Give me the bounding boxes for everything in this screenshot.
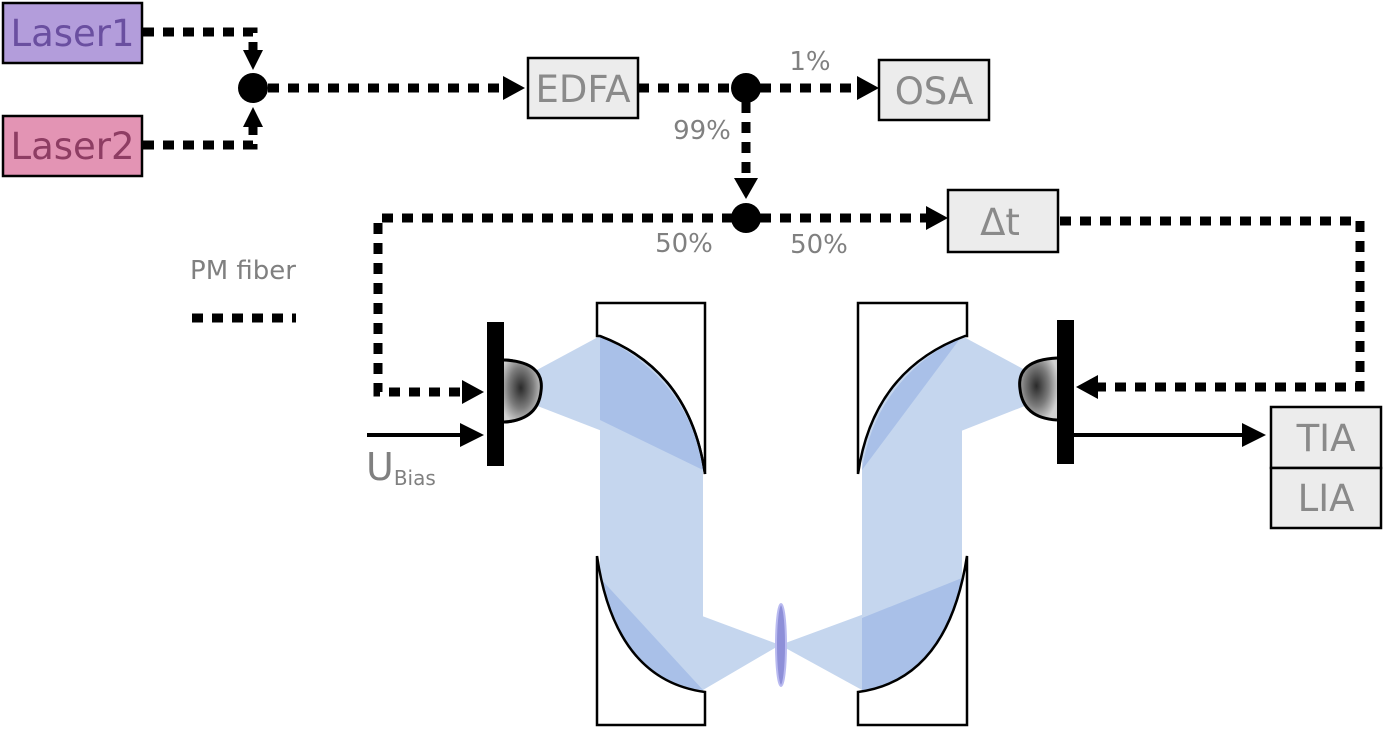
delay-box: Δt — [946, 188, 1060, 254]
split-1pct-label: 1% — [789, 47, 830, 77]
arrow-right-icon — [1242, 423, 1266, 447]
lia-box: LIA — [1269, 466, 1383, 530]
bias-main: U — [366, 445, 394, 489]
edfa-label: EDFA — [535, 68, 630, 111]
sample-icon — [775, 603, 787, 687]
pm-fiber-paths — [143, 27, 1365, 397]
bias-subscript: Bias — [394, 466, 436, 490]
osa-label: OSA — [895, 70, 974, 113]
splitter-node — [731, 73, 761, 103]
laser2-label: Laser2 — [10, 125, 134, 168]
arrow-down-icon — [734, 178, 758, 199]
osa-box: OSA — [877, 58, 991, 122]
laser1-label: Laser1 — [10, 12, 134, 55]
arrow-right-icon — [503, 76, 525, 100]
fiber-laser1 — [143, 27, 258, 52]
bias-connection — [367, 423, 484, 447]
laser1-box: Laser1 — [1, 1, 144, 65]
detector-antenna — [1018, 320, 1074, 464]
arrowheads — [243, 50, 1098, 404]
edfa-box: EDFA — [526, 56, 640, 120]
fiber-to-emitter — [373, 213, 733, 397]
arrow-down-icon — [243, 50, 263, 70]
thz-beam — [522, 336, 1040, 696]
parabolic-mirror-lower-right — [856, 555, 969, 727]
tia-box: TIA — [1269, 405, 1383, 470]
coupler-node — [731, 203, 761, 233]
combiner-node — [238, 73, 268, 103]
parabolic-mirror-lower-left — [595, 555, 707, 727]
fiber-to-detector — [1060, 216, 1365, 392]
arrow-right-icon — [462, 380, 484, 404]
tia-label: TIA — [1296, 417, 1356, 460]
delay-label: Δt — [980, 201, 1020, 244]
laser2-box: Laser2 — [1, 114, 144, 178]
arrow-up-icon — [243, 107, 263, 127]
bias-voltage-label: UBias — [366, 445, 436, 490]
split-50pct-left-label: 50% — [655, 229, 713, 259]
parabolic-mirror-upper-right — [856, 301, 969, 475]
detector-output-connection — [1074, 423, 1266, 447]
legend-pm-fiber-label: PM fiber — [190, 256, 296, 286]
parabolic-mirror-upper-left — [595, 301, 707, 475]
split-50pct-right-label: 50% — [790, 230, 848, 260]
arrow-right-icon — [926, 206, 948, 230]
emitter-antenna — [487, 322, 543, 466]
split-99pct-label: 99% — [673, 116, 731, 146]
lia-label: LIA — [1298, 477, 1355, 520]
arrow-left-icon — [1076, 375, 1098, 399]
arrow-right-icon — [857, 76, 879, 100]
fiber-laser2 — [143, 124, 258, 150]
arrow-right-icon — [460, 423, 484, 447]
